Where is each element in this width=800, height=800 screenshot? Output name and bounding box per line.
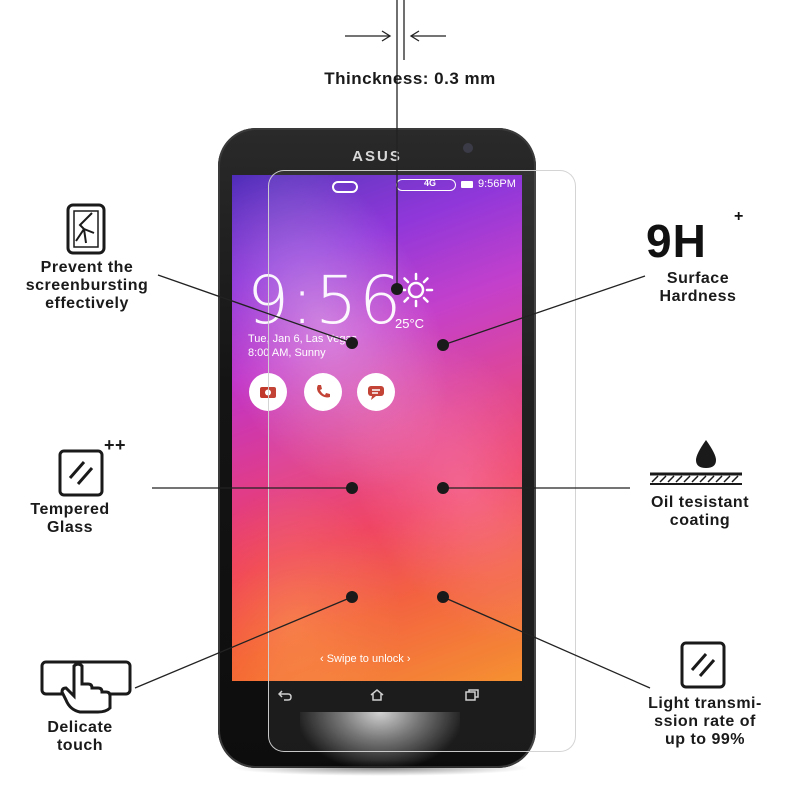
temperature: 25°C — [395, 316, 425, 331]
feature-oil-resistant: Oil tesistant coating — [650, 494, 750, 529]
brand-logo: ASUS — [352, 148, 402, 165]
message-icon — [368, 386, 384, 400]
phone-shadow — [230, 760, 530, 776]
callout-dot — [437, 482, 449, 494]
earpiece-icon — [332, 181, 358, 193]
network-type: 4G — [424, 178, 437, 188]
swipe-to-unlock[interactable]: ‹ Swipe to unlock › — [320, 653, 411, 665]
message-shortcut-button[interactable] — [357, 373, 395, 411]
date-location: Tue, Jan 6, Las Vegas — [248, 333, 358, 345]
home-nav-icon[interactable] — [370, 689, 384, 701]
feature-light-transmission: Light transmi- ssion rate of up to 99% — [648, 695, 762, 748]
phone-bottom-gloss — [300, 712, 460, 768]
hardness-plus-mark: + — [734, 208, 744, 225]
callout-dot — [346, 482, 358, 494]
oil-drop-icon — [650, 440, 742, 485]
feature-prevent-screenbursting: Prevent the screenbursting effectively — [25, 259, 149, 312]
lockscreen-clock: 9:56 — [247, 262, 404, 339]
feature-tempered-glass: Tempered Glass — [30, 501, 110, 536]
phone-shortcut-button[interactable] — [304, 373, 342, 411]
phone-screen — [232, 175, 522, 681]
callout-dot — [437, 339, 449, 351]
light-transmission-icon — [680, 641, 726, 689]
callout-dot — [391, 283, 403, 295]
callout-dot — [346, 591, 358, 603]
feature-delicate-touch: Delicate touch — [47, 719, 113, 754]
glass-screen-protector — [268, 170, 576, 752]
back-nav-icon[interactable] — [278, 689, 292, 701]
callout-dot — [437, 591, 449, 603]
thickness-label: Thinckness: 0.3 mm — [324, 69, 496, 88]
tempered-glass-icon — [58, 449, 104, 497]
battery-icon — [461, 181, 473, 188]
touch-hand-icon — [40, 660, 132, 714]
feature-surface-hardness: Surface Hardness — [659, 270, 737, 305]
hardness-value: 9H — [646, 215, 707, 267]
phone-call-icon — [317, 385, 330, 398]
status-time: 9:56PM — [478, 178, 516, 190]
tempered-plus-mark: ++ — [104, 435, 127, 455]
recent-apps-nav-icon[interactable] — [465, 689, 479, 701]
front-camera — [463, 143, 473, 153]
alarm-weather: 8:00 AM, Sunny — [248, 347, 326, 359]
shattered-screen-icon — [66, 203, 106, 255]
callout-dot — [346, 337, 358, 349]
